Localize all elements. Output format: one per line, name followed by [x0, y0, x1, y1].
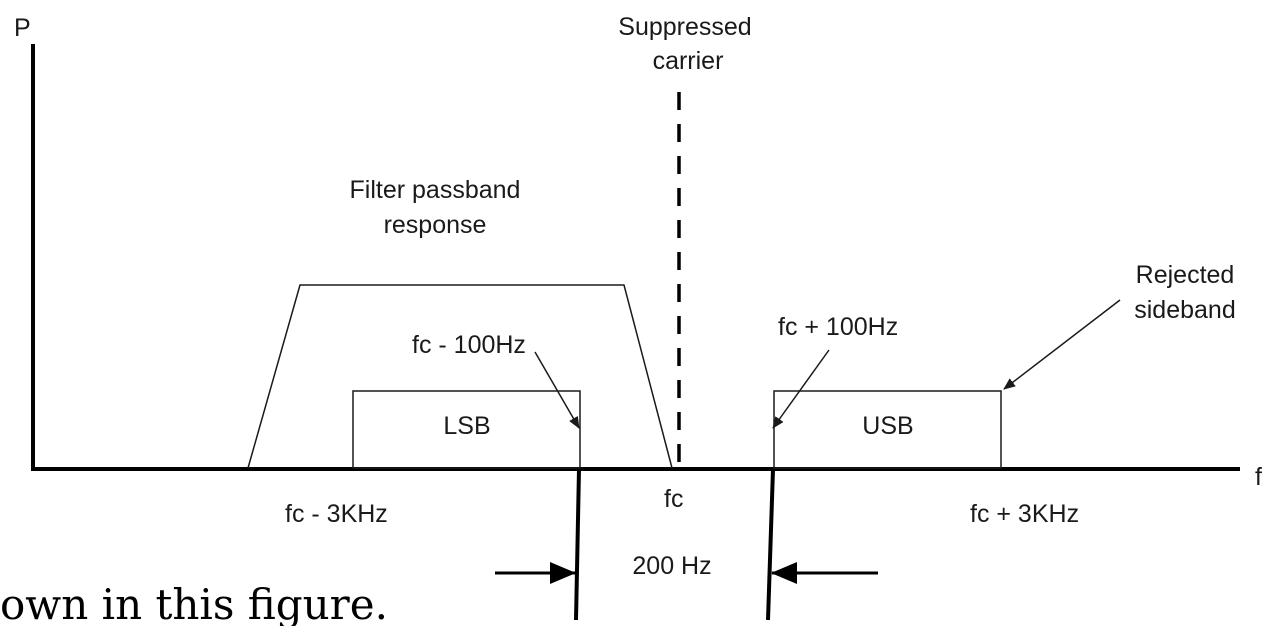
lsb-box [352, 390, 581, 469]
gap-right-marker [766, 468, 775, 621]
fc-minus-100hz-label: fc - 100Hz [412, 331, 526, 359]
fc-minus-3khz-label: fc - 3KHz [285, 500, 388, 528]
rejected-sideband-label-line1: Rejected [1136, 261, 1235, 289]
rejected-sideband-label-line2: sideband [1134, 296, 1235, 324]
lsb-label: LSB [443, 412, 490, 440]
fc-plus-100hz-label: fc + 100Hz [778, 313, 898, 341]
fc-label: fc [664, 485, 683, 513]
fc-minus-100hz-arrow [534, 351, 580, 429]
gap-left-marker [574, 468, 581, 621]
rejected-sideband-arrow [1003, 299, 1121, 390]
suppressed-carrier-label-line2: carrier [653, 47, 724, 75]
y-axis-label: P [14, 14, 31, 42]
usb-box [773, 390, 1002, 469]
filter-passband-label-line1: Filter passband [350, 176, 521, 204]
gap-label: 200 Hz [632, 552, 711, 580]
filter-passband-curve [247, 284, 673, 469]
usb-label: USB [862, 412, 913, 440]
fc-plus-3khz-label: fc + 3KHz [970, 500, 1079, 528]
suppressed-carrier-label-line1: Suppressed [618, 13, 751, 41]
caption-fragment: own in this figure. [0, 580, 388, 626]
fc-plus-100hz-arrow [772, 349, 830, 429]
filter-passband-label-line2: response [384, 211, 487, 239]
x-axis-label: f [1255, 463, 1262, 491]
